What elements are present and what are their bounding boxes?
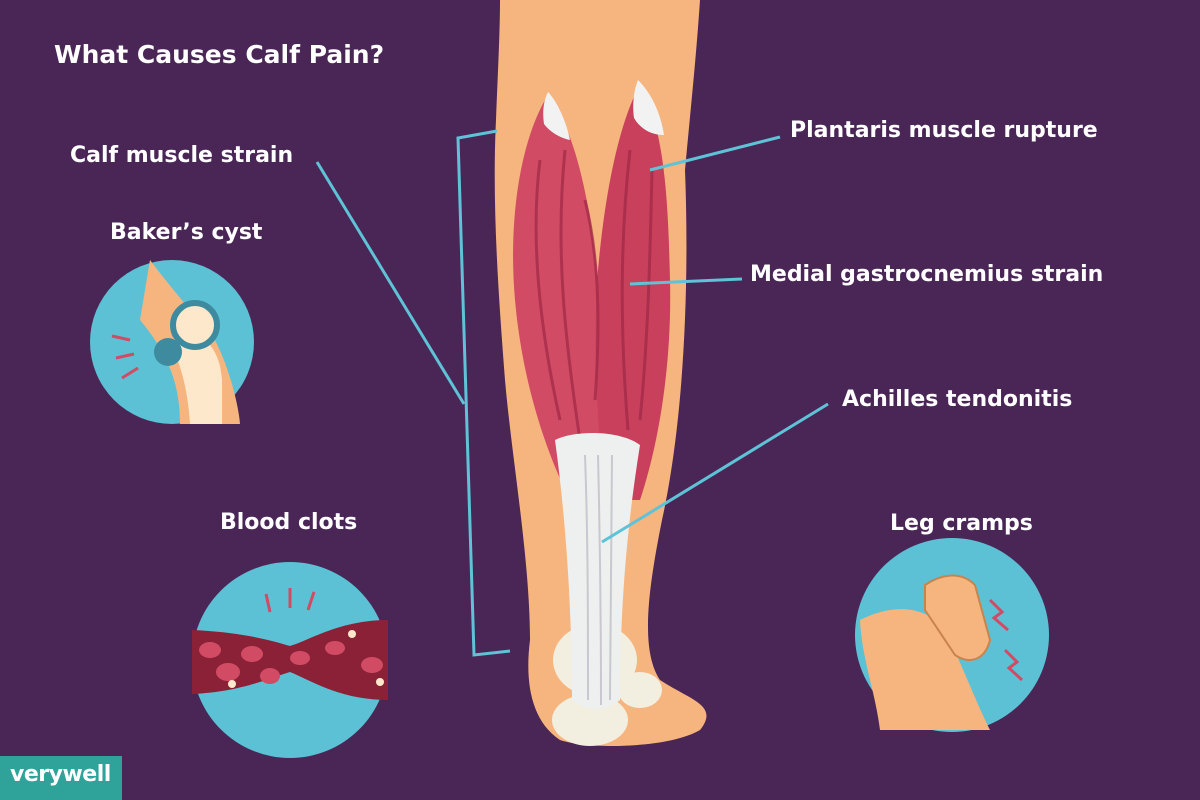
label-plantaris-muscle-rupture: Plantaris muscle rupture — [790, 118, 1098, 143]
leader-medial — [629, 277, 743, 286]
blood-clots-illustration — [192, 562, 388, 758]
leader-achilles — [601, 402, 829, 544]
calf-strain-bracket — [456, 129, 511, 657]
brand-logo: verywell — [0, 756, 122, 800]
muscle-fibers — [534, 149, 654, 441]
label-bakers-cyst: Baker’s cyst — [110, 220, 263, 245]
label-leg-cramps: Leg cramps — [890, 511, 1033, 536]
bakers-cyst-illustration — [90, 260, 254, 424]
leader-plantaris — [649, 135, 781, 172]
label-medial-gastrocnemius-strain: Medial gastrocnemius strain — [750, 262, 1104, 287]
label-calf-muscle-strain: Calf muscle strain — [70, 143, 294, 168]
upper-tendons — [543, 80, 664, 140]
leader-lines — [315, 135, 829, 544]
brand-logo-text: verywell — [10, 762, 111, 787]
label-blood-clots: Blood clots — [220, 510, 358, 535]
label-achilles-tendonitis: Achilles tendonitis — [842, 387, 1073, 412]
leg-cramps-illustration — [855, 538, 1049, 732]
leader-calf-strain — [315, 161, 466, 405]
page-title: What Causes Calf Pain? — [54, 40, 385, 69]
achilles-tendon — [555, 433, 640, 709]
tendon-fibers — [584, 454, 613, 706]
